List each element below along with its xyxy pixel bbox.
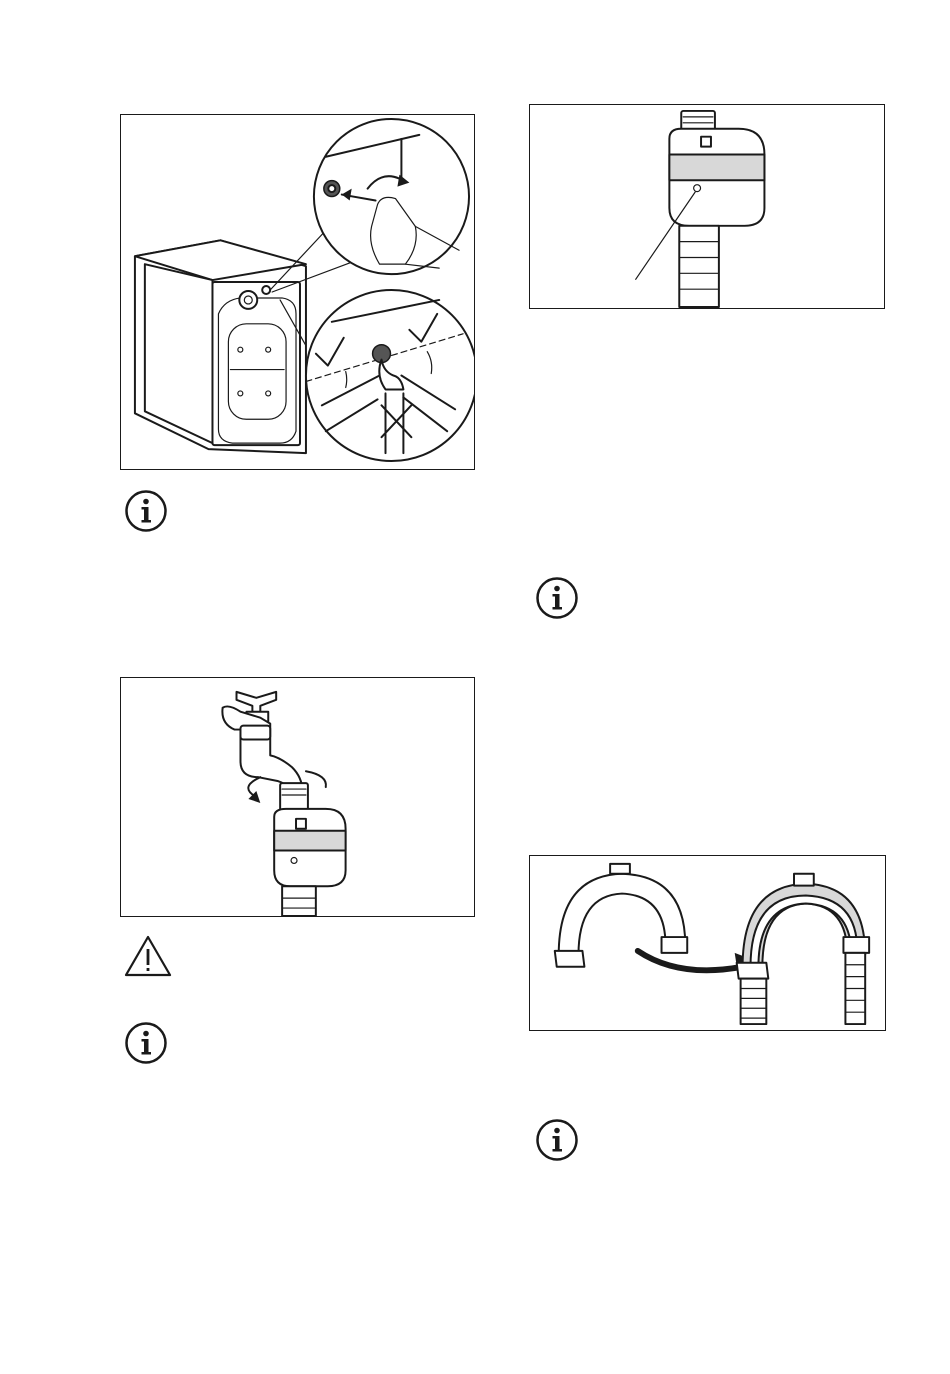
aquastop-illustration: [530, 105, 884, 308]
tap-handle-icon: [237, 692, 277, 714]
figure-water-stop-device: [529, 104, 885, 309]
info-icon: [124, 1021, 168, 1065]
figure-inlet-hose-angle: [120, 114, 475, 470]
warning-icon: [124, 934, 172, 978]
tap-connector-illustration: [121, 678, 474, 916]
washing-machine-inlet-illustration: [121, 115, 474, 469]
figure-hose-guide: [529, 855, 886, 1031]
figure-tap-connection: [120, 677, 475, 917]
info-icon: [124, 489, 168, 533]
info-icon: [535, 1118, 579, 1162]
tap-body: [222, 706, 302, 795]
info-icon: [535, 576, 579, 620]
hose-guide-illustration: [530, 856, 885, 1030]
